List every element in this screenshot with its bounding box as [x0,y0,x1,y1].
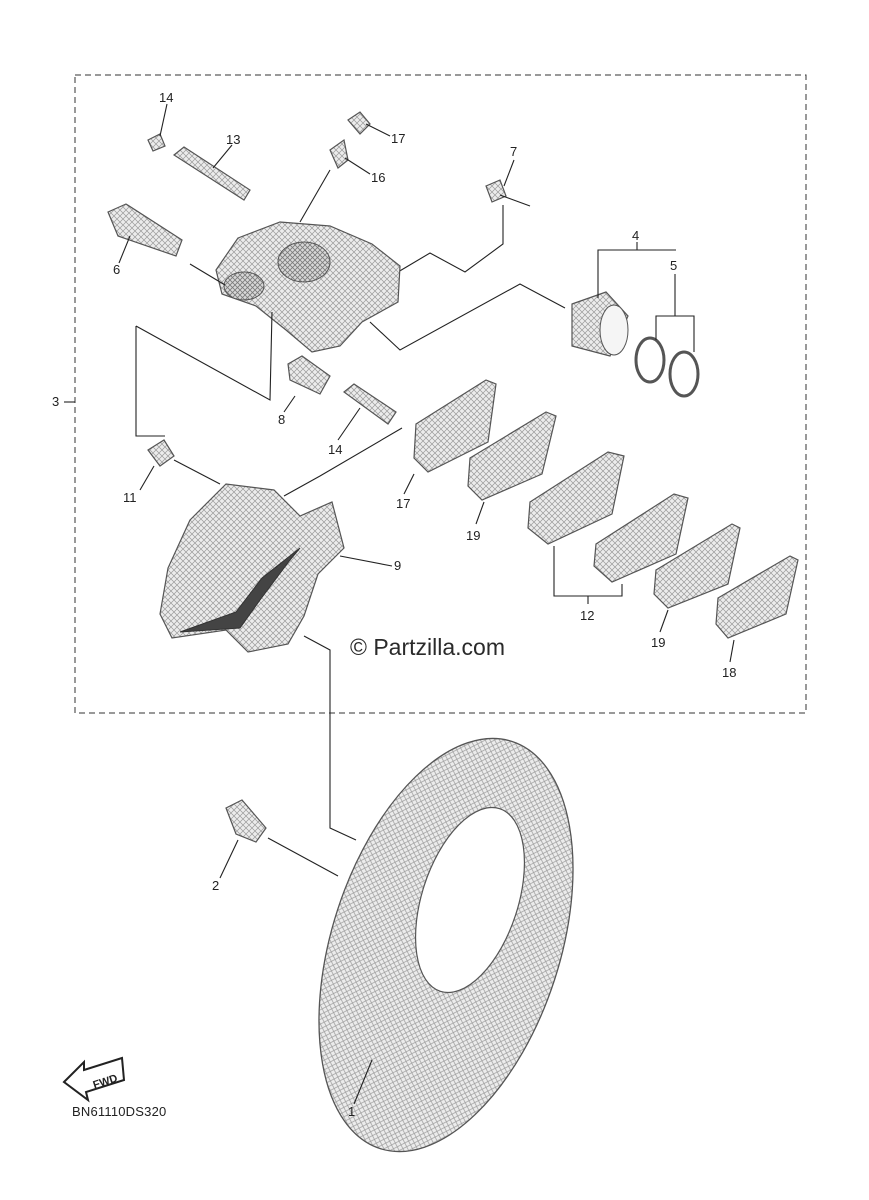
part-13-pin [147,103,168,152]
part-18-shim [715,555,799,663]
callout-8: 6 [113,262,120,277]
callout-13: 14 [159,90,173,105]
callout-1: 1 [348,1104,355,1119]
callout-19-upper: 19 [466,528,480,543]
part-10-boot [139,439,221,491]
callout-14: 14 [328,442,342,457]
part-19-shim-lower [653,523,741,633]
watermark-text: © Partzilla.com [350,634,505,660]
part-5-seals [634,274,700,398]
part-2-bolt [219,799,339,879]
callout-18: 18 [722,665,736,680]
part-16-bleed-cap [347,111,391,137]
callout-19-lower: 19 [651,635,665,650]
callout-16: 17 [391,131,405,146]
part-19-shim-upper [467,411,557,525]
callout-5: 5 [670,258,677,273]
part-9-bracket [159,427,403,653]
part-4-piston [571,242,676,357]
callout-6: 8 [278,412,285,427]
callout-7: 7 [510,144,517,159]
callout-12: 13 [226,132,240,147]
part-6-sleeve [283,355,331,413]
part-12-pin [172,144,251,201]
part-11-pad-a [527,451,625,545]
caliper-body [189,221,566,353]
callout-15: 16 [371,170,385,185]
assembly-label: 3 [52,394,60,409]
part-8-bolt [107,203,183,264]
callout-9: 9 [394,558,401,573]
part-14-pin [337,383,397,441]
part-15-bleed-screw [299,138,371,223]
part-1-brake-disc [303,635,574,1153]
part-17-shim [403,379,497,495]
part-7-bleeder [397,159,531,273]
callout-4: 4 [632,228,639,243]
diagram-code: BN61110DS320 [72,1104,167,1119]
callout-10: 11 [123,490,137,505]
callout-17: 17 [396,496,410,511]
part-11-pad-b [593,493,689,583]
callout-11: 12 [580,608,594,623]
assembly-boundary [74,74,807,714]
callout-2: 2 [212,878,219,893]
direction-arrow-icon: FWD [62,1056,126,1103]
